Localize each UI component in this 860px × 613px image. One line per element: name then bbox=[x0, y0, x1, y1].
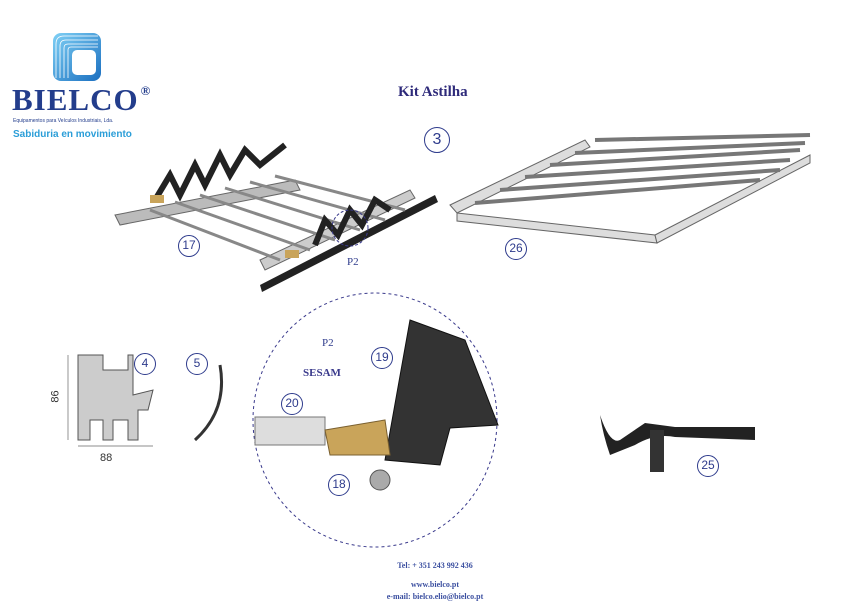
part-number-4: 4 bbox=[134, 353, 156, 375]
strip-drawing bbox=[193, 364, 224, 442]
page-title: Kit Astilha bbox=[398, 84, 468, 100]
detail-circle bbox=[252, 292, 499, 548]
brand-text: BIELCO bbox=[12, 82, 139, 117]
slogan: Sabiduria en movimiento bbox=[13, 129, 132, 140]
detail-label-p2: P2 bbox=[347, 256, 359, 268]
detail-label-p2-circle: P2 bbox=[322, 337, 334, 349]
part-number-3: 3 bbox=[424, 127, 450, 153]
frame-drawing bbox=[449, 133, 811, 244]
bielco-logo-icon bbox=[53, 33, 101, 81]
part-number-5: 5 bbox=[186, 353, 208, 375]
contact-website[interactable]: www.bielco.pt bbox=[411, 580, 459, 589]
contact-phone: Tel: + 351 243 992 436 bbox=[397, 561, 473, 570]
part-number-19: 19 bbox=[371, 347, 393, 369]
part-number-25: 25 bbox=[697, 455, 719, 477]
registered-mark: ® bbox=[140, 83, 152, 98]
brand-name: BIELCO® bbox=[12, 84, 151, 115]
dimension-width: 88 bbox=[100, 452, 113, 464]
bracket-drawing bbox=[600, 415, 755, 472]
kit-assembly-drawing bbox=[114, 142, 438, 292]
profile-drawing bbox=[67, 354, 154, 447]
part-number-26: 26 bbox=[505, 238, 527, 260]
part-number-18: 18 bbox=[328, 474, 350, 496]
company-subtitle: Equipamentos para Veículos Industriais, … bbox=[13, 118, 114, 124]
part-number-17: 17 bbox=[178, 235, 200, 257]
dimension-height: 86 bbox=[49, 390, 62, 403]
sesam-label: SESAM bbox=[303, 367, 341, 379]
contact-email[interactable]: e-mail: bielco.elio@bielco.pt bbox=[386, 592, 484, 601]
part-number-20: 20 bbox=[281, 393, 303, 415]
